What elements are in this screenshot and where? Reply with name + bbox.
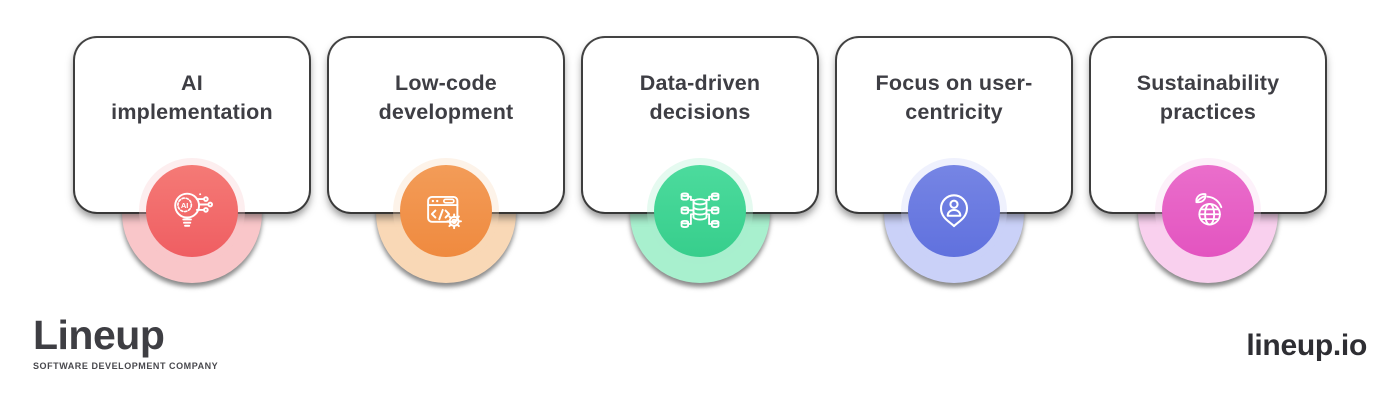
ai-lightbulb-icon: AI bbox=[146, 165, 238, 257]
card-title-line: Low-code bbox=[395, 71, 497, 95]
website-text: lineup.io bbox=[1246, 329, 1367, 362]
card-title-line: development bbox=[378, 100, 514, 124]
logo-text: Lineup bbox=[33, 312, 165, 358]
card-title-line: AI bbox=[181, 71, 203, 95]
trend-card-data-driven-decisions: Data-driven decisions bbox=[583, 38, 817, 288]
card: Data-driven decisions bbox=[583, 38, 817, 212]
trend-card-ai-implementation: AI implementation AI bbox=[75, 38, 309, 288]
card-title-line: decisions bbox=[649, 100, 751, 124]
card: AI implementation bbox=[75, 38, 309, 212]
trend-card-sustainability-practices: Sustainability practices bbox=[1091, 38, 1325, 288]
svg-text:AI: AI bbox=[181, 201, 189, 210]
card-title: Sustainability practices bbox=[1091, 69, 1325, 127]
logo-tagline: SOFTWARE DEVELOPMENT COMPANY bbox=[33, 361, 219, 371]
card-title-line: implementation bbox=[111, 100, 273, 124]
card-title-line: Data-driven bbox=[639, 71, 761, 95]
browser-code-gear-icon bbox=[400, 165, 492, 257]
card-title-line: centricity bbox=[905, 100, 1003, 124]
card-title: Focus on user- centricity bbox=[837, 69, 1071, 127]
card-title-line: practices bbox=[1159, 100, 1257, 124]
logo-block: Lineup SOFTWARE DEVELOPMENT COMPANY bbox=[33, 312, 218, 371]
trend-card-user-centricity: Focus on user- centricity bbox=[837, 38, 1071, 288]
trend-card-low-code-development: Low-code development bbox=[329, 38, 563, 288]
card-title: AI implementation bbox=[75, 69, 309, 127]
card-title-line: Sustainability bbox=[1136, 71, 1280, 95]
user-pin-icon bbox=[908, 165, 1000, 257]
card-title: Data-driven decisions bbox=[583, 69, 817, 127]
trend-cards-row: AI implementation AI Low-code developmen… bbox=[75, 38, 1325, 288]
database-network-icon bbox=[654, 165, 746, 257]
card-title-line: Focus on user- bbox=[875, 71, 1033, 95]
eco-globe-icon bbox=[1162, 165, 1254, 257]
card-title: Low-code development bbox=[329, 69, 563, 127]
